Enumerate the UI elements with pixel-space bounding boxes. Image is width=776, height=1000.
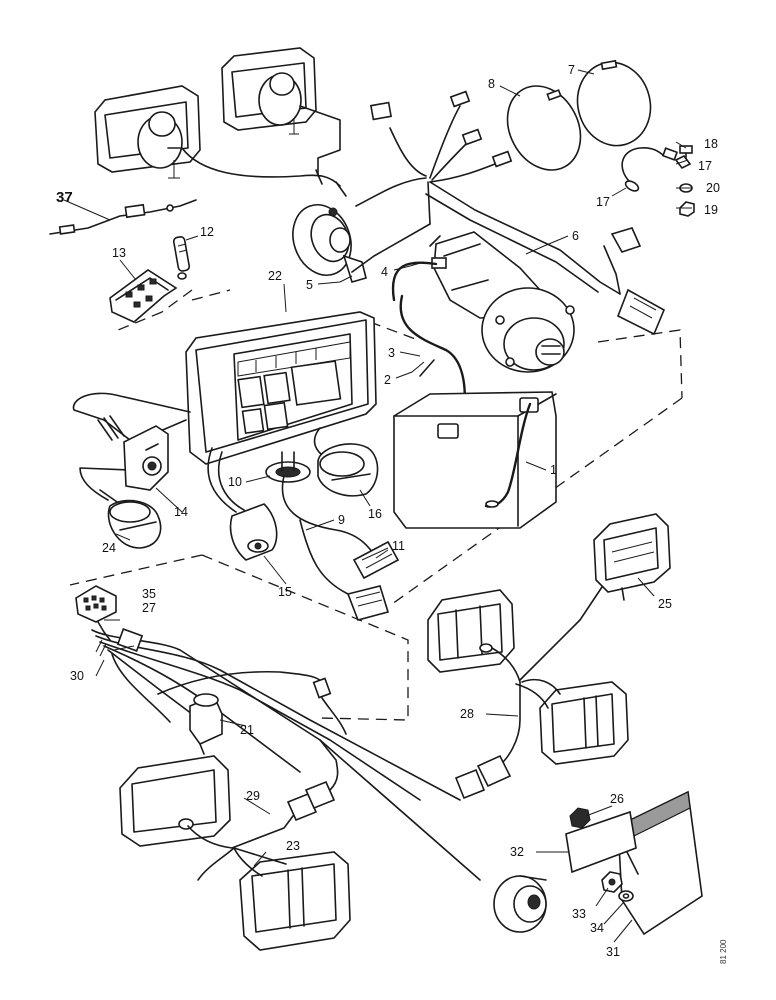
warning-lamp-24: [107, 499, 162, 549]
lead-9: [281, 475, 400, 621]
nut-19: [679, 201, 695, 217]
starter-cables: [391, 261, 466, 432]
callout-34: 34: [590, 921, 604, 935]
instrument-panel-22: [185, 311, 377, 465]
callout-6: 6: [572, 229, 579, 243]
callout-12: 12: [200, 225, 214, 239]
nut-33: [601, 871, 623, 893]
callout-7: 7: [568, 63, 575, 77]
lamp-16: [313, 427, 379, 497]
callout-1: 1: [550, 463, 557, 477]
callout-11: 11: [392, 539, 405, 553]
lead-28: [454, 583, 605, 800]
callout-4: 4: [381, 265, 388, 279]
sensor-top: [312, 677, 347, 735]
washer-34: [618, 890, 634, 902]
callout-32: 32: [510, 845, 524, 859]
plate-32: [565, 810, 637, 874]
rear-lamp-29-upper: [119, 755, 231, 847]
work-lamp-25: [593, 513, 671, 601]
fuse-lead-37: [49, 199, 197, 235]
battery-1: [393, 391, 557, 529]
callout-15: 15: [278, 585, 292, 599]
callout-25: 25: [658, 597, 672, 611]
callout-22: 22: [268, 269, 282, 283]
rear-lamp-28-lower: [539, 681, 629, 765]
callout-17a: 17: [698, 159, 712, 173]
callout-10: 10: [228, 475, 242, 489]
callout-27: 27: [142, 601, 156, 615]
callout-18: 18: [704, 137, 718, 151]
callout-21: 21: [240, 723, 254, 737]
nut-26: [569, 807, 591, 829]
callouts: 1 2 3 4 5 6 7 8 9 10 11 12 13 14 15 16 1…: [56, 63, 728, 964]
callout-30: 30: [70, 669, 84, 683]
headlamp-left: [94, 85, 201, 179]
headlamp-wiring: [181, 105, 347, 197]
callout-8: 8: [488, 77, 495, 91]
main-loom-6: [351, 90, 666, 336]
rear-lamp-28-upper: [427, 589, 515, 673]
callout-20: 20: [706, 181, 720, 195]
rear-lamp-29-lower: [239, 851, 351, 951]
left-harness: [72, 392, 191, 505]
callout-17b: 17: [596, 195, 610, 209]
callout-37: 37: [56, 189, 73, 206]
callout-35: 35: [142, 587, 156, 601]
callout-5: 5: [306, 278, 313, 292]
grommet-10: [265, 451, 311, 483]
leader-lines: [63, 69, 692, 943]
relay-13: [109, 269, 178, 323]
lead-29: [187, 739, 339, 881]
callout-26: 26: [610, 792, 624, 806]
callout-9: 9: [338, 513, 345, 527]
connector-35: [75, 585, 117, 623]
dashed-boundary: [69, 289, 683, 721]
callout-33: 33: [572, 907, 586, 921]
bulb-12: [172, 236, 191, 280]
callout-29: 29: [246, 789, 260, 803]
callout-19: 19: [704, 203, 718, 217]
starter-motor: [429, 231, 575, 373]
strap-7: [576, 59, 652, 147]
callout-28: 28: [460, 707, 474, 721]
callout-14: 14: [174, 505, 188, 519]
callout-13: 13: [112, 246, 126, 260]
callout-31: 31: [606, 945, 620, 959]
trailer-socket: [493, 875, 547, 933]
callout-2: 2: [384, 373, 391, 387]
callout-3: 3: [388, 346, 395, 360]
callout-16: 16: [368, 507, 382, 521]
pressure-switch-21: [189, 693, 223, 755]
reference-number: 81 200: [719, 939, 728, 964]
callout-24: 24: [102, 541, 116, 555]
earth-lead-17: [621, 147, 679, 192]
headlamp-right: [221, 47, 317, 135]
switch-15: [207, 447, 278, 561]
callout-23: 23: [286, 839, 300, 853]
strap-8: [506, 85, 582, 171]
